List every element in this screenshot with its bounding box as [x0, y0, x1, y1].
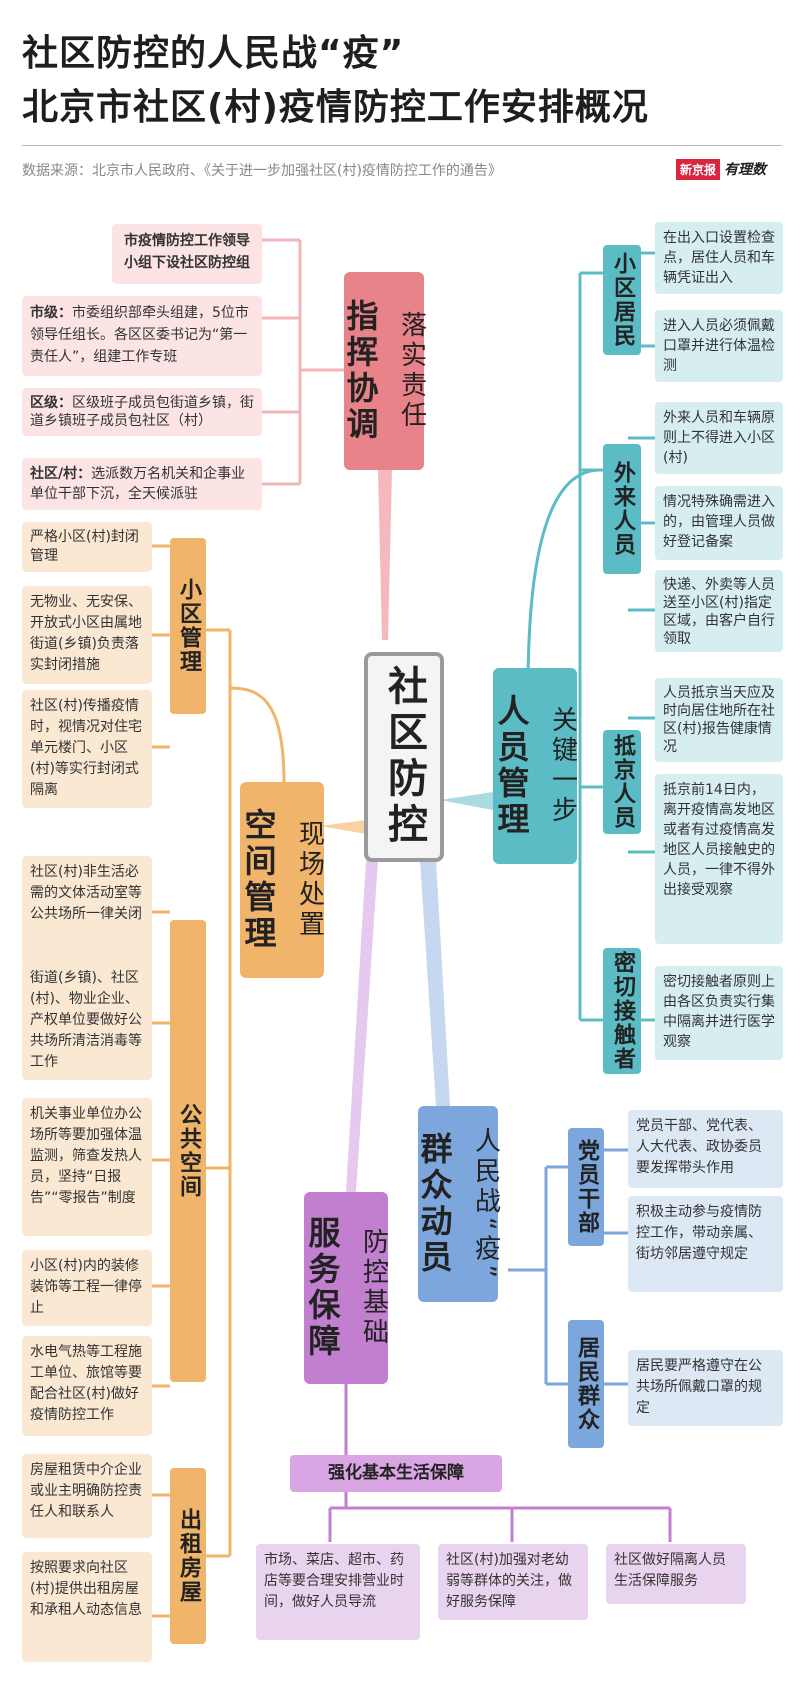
- space-group-public: 公共空间: [170, 920, 206, 1382]
- brand-logo: 新京报 有理数: [676, 158, 766, 180]
- service-connectors: [328, 860, 672, 1542]
- command-node: 指挥协调 落实责任: [342, 272, 427, 470]
- personnel-item: 密切接触者原则上由各区负责实行集中隔离并进行医学观察: [655, 966, 783, 1060]
- mobilize-node: 群众动员 人民战“疫”: [416, 1106, 501, 1302]
- space-item: 水电气热等工程施工单位、旅馆等要配合社区(村)做好疫情防控工作: [22, 1336, 152, 1436]
- space-sub: 现场处置: [294, 820, 325, 940]
- personnel-node: 人员管理 关键一步: [493, 668, 578, 864]
- personnel-item: 人员抵京当天应及时向居住地所在社区(村)报告健康情况: [655, 678, 783, 762]
- space-group-rental: 出租房屋: [170, 1468, 206, 1644]
- mobilize-sub: 人民战“疫”: [470, 1126, 501, 1282]
- personnel-item: 外来人员和车辆原则上不得进入小区(村): [655, 402, 783, 474]
- personnel-item: 在出入口设置检查点，居住人员和车辆凭证出入: [655, 222, 783, 294]
- service-item: 市场、菜店、超市、药店等要合理安排营业时间，做好人员导流: [256, 1544, 420, 1640]
- mobilize-group-residents: 居民群众: [568, 1320, 604, 1448]
- command-sub: 落实责任: [396, 311, 427, 431]
- personnel-sub: 关键一步: [547, 706, 578, 826]
- service-header: 强化基本生活保障: [290, 1455, 502, 1492]
- mobilize-connectors: [420, 860, 628, 1386]
- mobilize-group-party: 党员干部: [568, 1128, 604, 1246]
- center-label: 社区防控: [381, 665, 427, 849]
- personnel-item: 快递、外卖等人员送至小区(村)指定区域，由客户自行领取: [655, 570, 783, 652]
- space-item: 严格小区(村)封闭管理: [22, 522, 152, 572]
- space-item: 小区(村)内的装修装饰等工程一律停止: [22, 1250, 152, 1326]
- mobilize-item: 居民要严格遵守在公共场所佩戴口罩的规定: [628, 1350, 783, 1426]
- brand-logo-red: 新京报: [676, 158, 721, 180]
- space-item: 房屋租赁中介企业或业主明确防控责任人和联系人: [22, 1454, 152, 1538]
- header-divider: [22, 145, 782, 146]
- space-item: 社区(村)传播疫情时，视情况对住宅单元楼门、小区(村)等实行封闭式隔离: [22, 690, 152, 808]
- command-item: 市级：市委组织部牵头组建，5位市领导任组长。各区区委书记为“第一责任人”，组建工…: [22, 296, 262, 376]
- command-item: 区级：区级班子成员包街道乡镇，街道乡镇班子成员包社区（村）: [22, 388, 262, 436]
- service-item: 社区做好隔离人员生活保障服务: [606, 1544, 746, 1604]
- space-item: 无物业、无安保、开放式小区由属地街道(乡镇)负责落实封闭措施: [22, 586, 152, 684]
- mobilize-item: 积极主动参与疫情防控工作，带动亲属、街坊邻居遵守规定: [628, 1196, 783, 1292]
- space-item: 机关事业单位办公场所等要加强体温监测，筛查发热人员，坚持“日报告”“零报告”制度: [22, 1098, 152, 1236]
- space-connectors: [152, 544, 366, 1618]
- command-item: 社区/村：选派数万名机关和企事业单位干部下沉，全天候派驻: [22, 458, 262, 510]
- page-title-line2: 北京市社区(村)疫情防控工作安排概况: [22, 87, 649, 128]
- mobilize-main: 群众动员: [415, 1132, 454, 1276]
- personnel-group-outsiders: 外来人员: [603, 444, 641, 574]
- command-item: 市疫情防控工作领导小组下设社区防控组: [112, 224, 262, 284]
- space-node: 空间管理 现场处置: [240, 782, 325, 978]
- service-node: 服务保障 防控基础: [304, 1192, 389, 1384]
- space-item: 街道(乡镇)、社区(村)、物业企业、产权单位要做好公共场所清洁消毒等工作: [22, 962, 152, 1080]
- service-sub: 防控基础: [358, 1228, 389, 1348]
- mobilize-item: 党员干部、党代表、人大代表、政协委员要发挥带头作用: [628, 1110, 783, 1188]
- personnel-item: 抵京前14日内，离开疫情高发地区或者有过疫情高发地区人员接触史的人员，一律不得外…: [655, 774, 783, 944]
- service-main: 服务保障: [303, 1216, 342, 1360]
- space-item: 按照要求向社区(村)提供出租房屋和承租人动态信息: [22, 1552, 152, 1662]
- brand-logo-sub: 有理数: [724, 162, 767, 178]
- page-title-line1: 社区防控的人民战“疫”: [22, 33, 405, 74]
- space-main: 空间管理: [239, 808, 278, 952]
- personnel-group-arrivals: 抵京人员: [603, 730, 641, 834]
- personnel-main: 人员管理: [492, 694, 531, 838]
- center-node: 社区防控: [364, 652, 444, 862]
- personnel-item: 进入人员必须佩戴口罩并进行体温检测: [655, 310, 783, 382]
- space-group-community: 小区管理: [170, 538, 206, 714]
- personnel-group-contacts: 密切接触者: [603, 948, 641, 1074]
- data-source: 数据来源：北京市人民政府、《关于进一步加强社区(村)疫情防控工作的通告》: [22, 163, 502, 179]
- space-item: 社区(村)非生活必需的文体活动室等公共场所一律关闭: [22, 856, 152, 966]
- personnel-item: 情况特殊确需进入的，由管理人员做好登记备案: [655, 486, 783, 560]
- command-main: 指挥协调: [341, 299, 380, 443]
- personnel-group-residents: 小区居民: [603, 245, 641, 355]
- service-item: 社区(村)加强对老幼弱等群体的关注，做好服务保障: [438, 1544, 588, 1620]
- command-connectors: [262, 238, 392, 640]
- personnel-connectors: [440, 251, 655, 1022]
